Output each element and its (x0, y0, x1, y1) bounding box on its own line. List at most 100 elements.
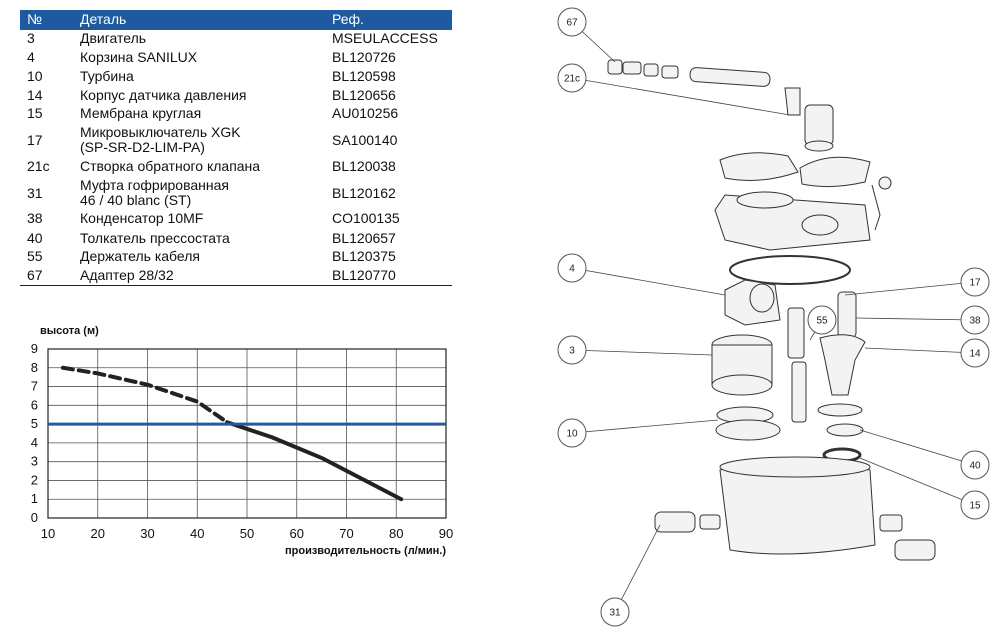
part-reference: BL120375 (332, 248, 396, 264)
adapter-pipe (607, 59, 834, 152)
callout-circle (557, 63, 587, 93)
callout-leader (844, 281, 976, 296)
callout-label: 4 (569, 264, 575, 275)
part-name: Микровыключатель XGK (SP-SR-D2-LIM-PA) (80, 124, 241, 155)
y-tick-label: 0 (31, 510, 38, 525)
part-reference: CO100135 (332, 210, 400, 226)
callout-circle (807, 305, 837, 335)
y-tick-label: 3 (31, 454, 38, 469)
y-tick-label: 5 (31, 416, 38, 431)
y-tick-label: 8 (31, 360, 38, 375)
callout-leader (855, 317, 976, 321)
part-name: Адаптер 28/32 (80, 267, 174, 283)
part-name: Держатель кабеля (80, 248, 200, 264)
callout-leader (571, 419, 719, 434)
lids (719, 152, 892, 231)
x-tick-label: 60 (290, 526, 304, 541)
part-name: Корпус датчика давления (80, 87, 247, 103)
gasket (729, 255, 851, 285)
x-axis-title: производительность (л/мин.) (285, 545, 446, 557)
part-number: 38 (27, 210, 43, 226)
part-name: Мембрана круглая (80, 105, 202, 121)
callout-label: 15 (969, 501, 981, 512)
turbine (715, 406, 781, 441)
x-tick-label: 30 (140, 526, 154, 541)
curve-solid (225, 420, 404, 502)
y-tick-label: 2 (31, 472, 38, 487)
part-number: 40 (27, 230, 43, 246)
part-reference: BL120162 (332, 185, 396, 201)
part-name: Створка обратного клапана (80, 158, 261, 174)
callout-circle (557, 335, 587, 365)
callout-circle (557, 418, 587, 448)
callout-label: 67 (566, 18, 578, 29)
callout-leader (614, 524, 661, 613)
part-number: 17 (27, 132, 43, 148)
part-name: Корзина SANILUX (80, 49, 198, 65)
callout-label: 40 (969, 461, 981, 472)
x-tick-label: 80 (389, 526, 403, 541)
part-reference: SA100140 (332, 132, 398, 148)
callout-leader (859, 429, 976, 466)
callout-leader (859, 457, 976, 506)
x-tick-label: 50 (240, 526, 254, 541)
part-number: 10 (27, 68, 43, 84)
part-reference: MSEULACCESS (332, 30, 438, 46)
y-tick-label: 4 (31, 435, 38, 450)
part-name: Муфта гофрированная 46 / 40 blanc (ST) (80, 177, 229, 208)
callout-circle (960, 267, 990, 297)
part-reference: BL120770 (332, 267, 396, 283)
plot-frame (47, 348, 447, 519)
basket (724, 279, 781, 326)
callout-label: 31 (609, 608, 621, 619)
part-number: 14 (27, 87, 43, 103)
couplings (654, 511, 936, 561)
part-number: 3 (27, 30, 35, 46)
part-number: 55 (27, 248, 43, 264)
curve-dashed (60, 365, 230, 425)
callout-leader (571, 267, 726, 296)
pressure-parts (787, 291, 866, 463)
x-tick-label: 90 (439, 526, 453, 541)
motor (711, 334, 773, 396)
callout-label: 21c (564, 74, 580, 85)
part-reference: BL120726 (332, 49, 396, 65)
part-name: Турбина (80, 68, 134, 84)
part-name: Толкатель прессостата (80, 230, 230, 246)
callout-circle (557, 253, 587, 283)
x-tick-label: 10 (41, 526, 55, 541)
callout-circle (557, 7, 587, 37)
part-reference: BL120598 (332, 68, 396, 84)
callout-label: 10 (566, 429, 578, 440)
tank (719, 456, 876, 555)
callout-leader (571, 77, 791, 116)
x-tick-label: 70 (339, 526, 353, 541)
part-number: 15 (27, 105, 43, 121)
callout-leader (571, 349, 713, 356)
x-tick-label: 40 (190, 526, 204, 541)
table-divider (20, 285, 452, 286)
header-part: Деталь (80, 11, 127, 27)
callout-label: 38 (969, 316, 981, 327)
header-ref: Реф. (332, 11, 364, 27)
part-name: Двигатель (80, 30, 147, 46)
part-reference: BL120038 (332, 158, 396, 174)
part-number: 31 (27, 185, 43, 201)
upper-body (714, 191, 871, 251)
x-tick-label: 20 (91, 526, 105, 541)
callout-label: 3 (569, 346, 575, 357)
part-number: 21c (27, 158, 50, 174)
callout-label: 17 (969, 278, 981, 289)
callout-circle (960, 305, 990, 335)
callout-label: 55 (816, 316, 828, 327)
part-reference: BL120656 (332, 87, 396, 103)
y-tick-label: 7 (31, 379, 38, 394)
part-number: 67 (27, 267, 43, 283)
parts-table-header: № Деталь Реф. (20, 10, 452, 30)
callout-circle (600, 597, 630, 627)
callout-circle (960, 338, 990, 368)
